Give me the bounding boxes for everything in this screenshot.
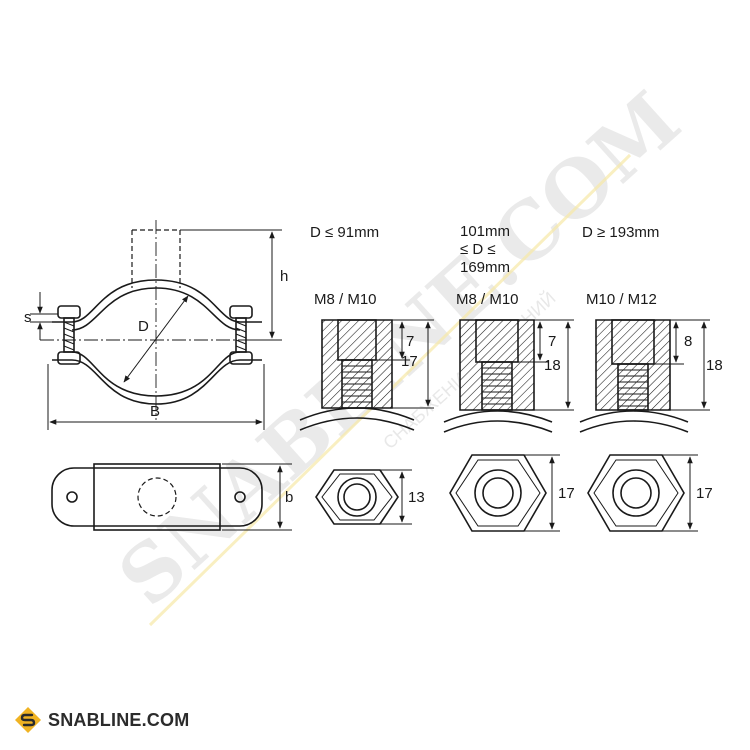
clamp-side-view: D h s B — [24, 220, 288, 430]
label-D: D — [138, 318, 149, 335]
snabline-logo: SNABLINE.COM — [14, 706, 189, 734]
label-h: h — [280, 268, 288, 285]
nut-column-1: D ≤ 91mm M8 / M10 7 17 13 — [299, 224, 434, 525]
inner-depth-1: 7 — [406, 333, 414, 350]
hex-size-2: 17 — [558, 485, 575, 502]
inner-depth-2: 7 — [548, 333, 556, 350]
height-2: 18 — [544, 357, 561, 374]
range-label-3: D ≥ 193mm — [582, 224, 659, 241]
nut-column-3: D ≥ 193mm M10 / M12 8 18 17 — [579, 224, 723, 532]
hex-size-1: 13 — [408, 489, 425, 506]
logo-s-icon — [15, 707, 41, 733]
range-label-2a: 101mm — [460, 223, 510, 240]
hex-size-3: 17 — [696, 485, 713, 502]
nut-column-2: 101mm ≤ D ≤ 169mm M8 / M10 7 18 17 — [443, 223, 575, 532]
label-b: b — [285, 489, 293, 506]
logo-text: SNABLINE.COM — [48, 709, 190, 730]
height-3: 18 — [706, 357, 723, 374]
height-1: 17 — [401, 353, 418, 370]
range-label-2b: ≤ D ≤ — [460, 241, 496, 258]
thread-label-2: M8 / M10 — [456, 291, 519, 308]
range-label-2c: 169mm — [460, 259, 510, 276]
label-B: B — [150, 403, 160, 420]
inner-depth-3: 8 — [684, 333, 692, 350]
label-s: s — [24, 309, 32, 326]
thread-label-3: M10 / M12 — [586, 291, 657, 308]
thread-label-1: M8 / M10 — [314, 291, 377, 308]
range-label-1: D ≤ 91mm — [310, 224, 379, 241]
clamp-top-view: b — [51, 463, 293, 531]
